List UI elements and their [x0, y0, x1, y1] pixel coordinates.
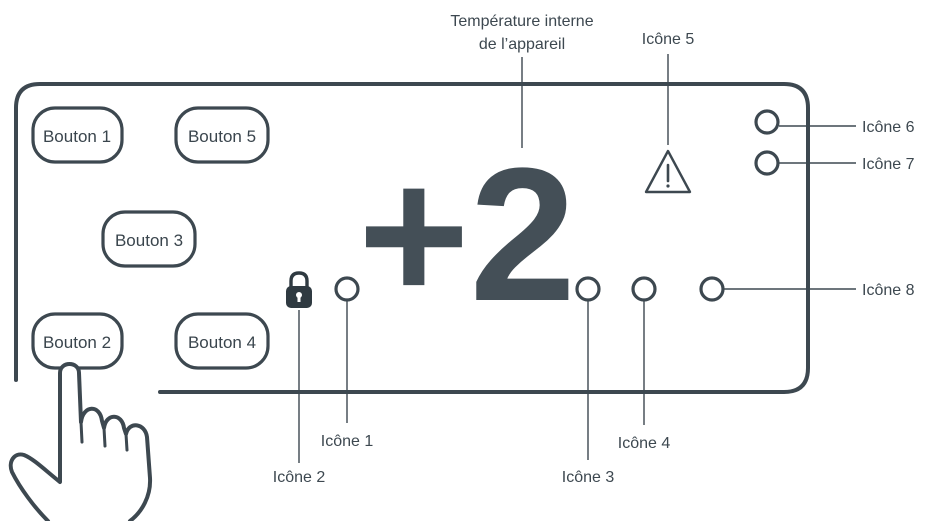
icone-7-label: Icône 7 [862, 156, 915, 173]
icone-8-label: Icône 8 [862, 282, 915, 299]
icone-6-indicator-icon [754, 109, 780, 135]
icone-1-indicator-icon [334, 276, 360, 302]
icone-3-indicator-icon [575, 276, 601, 302]
bouton-4-button[interactable]: Bouton 4 [174, 312, 270, 370]
temperature-label-line2: de l’appareil [479, 36, 565, 53]
hand-pointer-icon [8, 362, 153, 521]
warning-triangle-icon [644, 149, 692, 194]
icone-1-label: Icône 1 [321, 433, 374, 450]
bouton-3-label: Bouton 3 [115, 231, 183, 250]
icone-6-label: Icône 6 [862, 119, 915, 136]
panel-outline [14, 82, 810, 394]
temperature-label-line1: Température interne [450, 13, 593, 30]
hand-finger-crease [79, 420, 129, 452]
bouton-5-label: Bouton 5 [188, 127, 256, 146]
icone-5-label: Icône 5 [642, 31, 695, 48]
bouton-2-button[interactable]: Bouton 2 [31, 312, 124, 370]
icone-2-label: Icône 2 [273, 469, 326, 486]
bouton-5-button[interactable]: Bouton 5 [174, 106, 270, 164]
bouton-1-label: Bouton 1 [43, 127, 111, 146]
icone-4-label: Icône 4 [618, 435, 671, 452]
icone-8-indicator-icon [699, 276, 725, 302]
temperature-display: +2 [358, 129, 576, 341]
bouton-4-label: Bouton 4 [188, 333, 256, 352]
bouton-3-button[interactable]: Bouton 3 [101, 210, 197, 268]
icone-4-indicator-icon [631, 276, 657, 302]
bouton-1-button[interactable]: Bouton 1 [31, 106, 124, 164]
padlock-icon [286, 271, 312, 308]
icone-3-label: Icône 3 [562, 469, 615, 486]
bouton-2-label: Bouton 2 [43, 333, 111, 352]
icone-7-indicator-icon [754, 150, 780, 176]
